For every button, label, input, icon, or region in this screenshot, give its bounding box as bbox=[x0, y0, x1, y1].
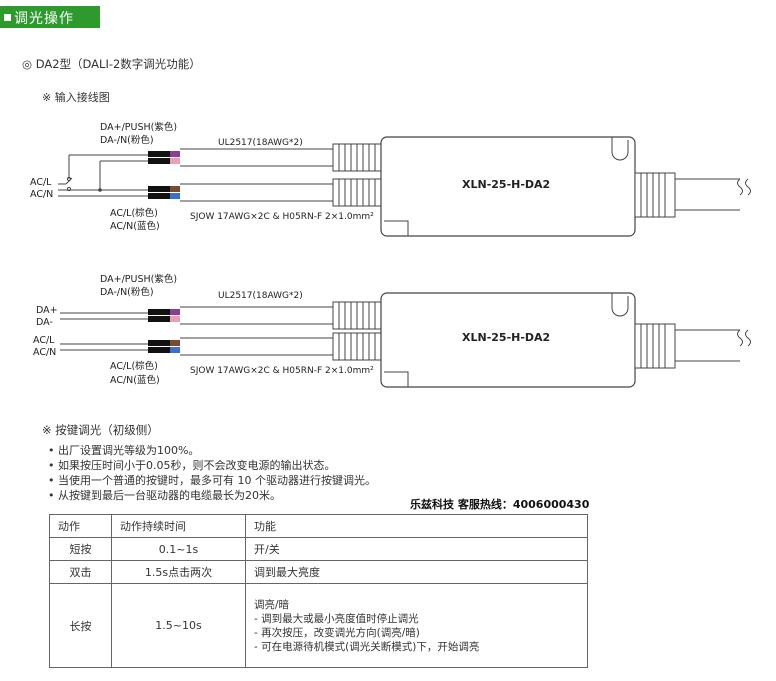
diagram2-da-push-label: DA+/PUSH(紫色) bbox=[100, 274, 178, 285]
push-dim-bullet: • 从按键到最后一台驱动器的电缆最长为20米。 bbox=[48, 489, 281, 502]
table-header-action: 动作 bbox=[49, 514, 112, 538]
diagram2-model-label: XLN-25-H-DA2 bbox=[462, 331, 551, 344]
diagram1-sjow-label: SJOW 17AWG×2C & H05RN-F 2×1.0mm² bbox=[190, 212, 374, 222]
push-dim-bullet: • 出厂设置调光等级为100%。 bbox=[48, 444, 200, 457]
wiring-diagram-2 bbox=[60, 292, 751, 388]
function-line: 调亮/暗 bbox=[254, 598, 290, 611]
diagram2-dan-label: DA-/N(粉色) bbox=[100, 287, 154, 298]
section-header-title: 调光操作 bbox=[14, 11, 74, 27]
push-dim-bullet: • 如果按压时间小于0.05秒，则不会改变电源的输出状态。 bbox=[48, 459, 336, 472]
table-cell-action: 长按 bbox=[49, 583, 112, 668]
push-dim-table: 动作 动作持续时间 功能 短按 0.1~1s 开/关 双击 1.5s点击两次 调… bbox=[49, 514, 588, 668]
table-header-row: 动作 动作持续时间 功能 bbox=[49, 514, 588, 538]
table-row: 长按 1.5~10s 调亮/暗 - 调到最大或最小亮度值时停止调光 - 再次按压… bbox=[49, 583, 588, 668]
table-cell-function: 开/关 bbox=[245, 537, 588, 561]
diagram2-da-plus-left: DA+ bbox=[36, 305, 58, 316]
table-cell-duration: 1.5s点击两次 bbox=[111, 560, 246, 584]
diagram2-ul-label: UL2517(18AWG*2) bbox=[218, 291, 303, 301]
function-line: - 再次按压，改变调光方向(调亮/暗) bbox=[254, 626, 420, 639]
table-cell-function: 调亮/暗 - 调到最大或最小亮度值时停止调光 - 再次按压，改变调光方向(调亮/… bbox=[245, 583, 588, 668]
table-row: 短按 0.1~1s 开/关 bbox=[49, 537, 588, 561]
section-header-bar: 调光操作 bbox=[0, 6, 100, 28]
diagram2-da-minus-left: DA- bbox=[36, 317, 53, 328]
table-cell-function: 调到最大亮度 bbox=[245, 560, 588, 584]
table-row: 双击 1.5s点击两次 调到最大亮度 bbox=[49, 560, 588, 584]
diagram1-ul-label: UL2517(18AWG*2) bbox=[218, 138, 303, 148]
square-icon bbox=[4, 14, 11, 21]
diagram2-acn-color: AC/N(蓝色) bbox=[110, 375, 160, 386]
diagram1-acn-left: AC/N bbox=[30, 189, 54, 200]
diagram2-sjow-label: SJOW 17AWG×2C & H05RN-F 2×1.0mm² bbox=[190, 366, 374, 376]
diagram1-da-push-label: DA+/PUSH(紫色) bbox=[100, 122, 178, 133]
diagram1-acn-color: AC/N(蓝色) bbox=[110, 221, 160, 232]
function-line: - 调到最大或最小亮度值时停止调光 bbox=[254, 612, 419, 625]
push-dim-title: ※ 按键调光（初级侧） bbox=[42, 423, 159, 437]
diagram1-dan-label: DA-/N(粉色) bbox=[100, 135, 154, 146]
diagram1-model-label: XLN-25-H-DA2 bbox=[462, 178, 551, 191]
function-line: - 可在电源待机模式(调光关断模式)下，开始调亮 bbox=[254, 640, 480, 653]
diagram2-acl-left: AC/L bbox=[33, 335, 55, 346]
diagram2-acl-color: AC/L(棕色) bbox=[110, 361, 158, 372]
wiring-diagram-1 bbox=[58, 136, 751, 237]
push-dim-bullet: • 当使用一个普通的按键时，最多可有 10 个驱动器进行按键调光。 bbox=[48, 474, 376, 487]
wiring-title: ※ 输入接线图 bbox=[42, 91, 110, 104]
diagram1-acl-color: AC/L(棕色) bbox=[110, 208, 158, 219]
diagram2-acn-left: AC/N bbox=[33, 347, 57, 358]
hotline-text: 乐兹科技 客服热线：4006000430 bbox=[410, 498, 590, 511]
section-title: ◎ DA2型（DALI-2数字调光功能） bbox=[22, 57, 201, 71]
table-header-function: 功能 bbox=[245, 514, 588, 538]
table-header-duration: 动作持续时间 bbox=[111, 514, 246, 538]
table-cell-duration: 0.1~1s bbox=[111, 537, 246, 561]
diagram1-acl-left: AC/L bbox=[30, 177, 52, 188]
table-cell-duration: 1.5~10s bbox=[111, 583, 246, 668]
table-cell-action: 短按 bbox=[49, 537, 112, 561]
table-cell-action: 双击 bbox=[49, 560, 112, 584]
